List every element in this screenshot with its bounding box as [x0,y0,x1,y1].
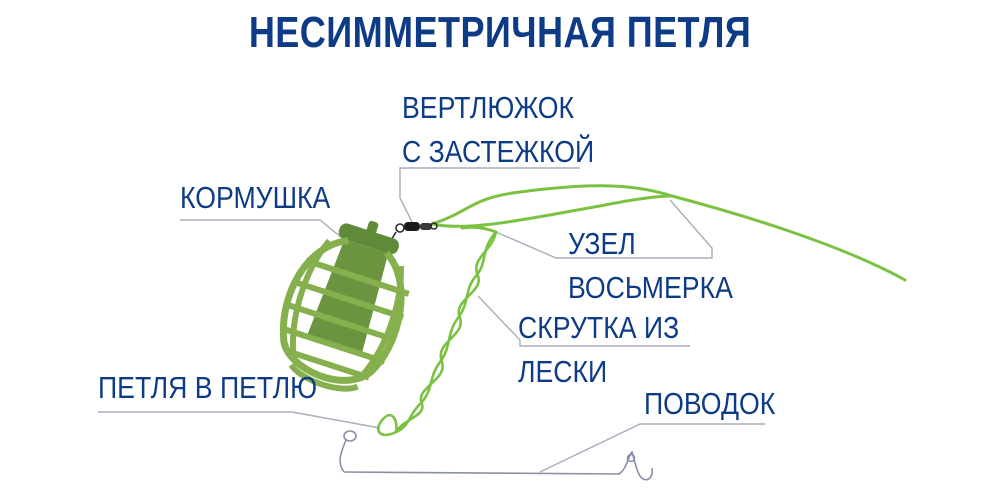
swivel-pointer [399,167,580,227]
main-line [430,184,907,282]
twisted-line [377,230,498,437]
twist-label-line1: СКРУТКА ИЗ [518,310,680,345]
diagram-title: НЕСИММЕТРИЧНАЯ ПЕТЛЯ [248,8,752,57]
knot-pointer [495,199,713,259]
leader-label: ПОВОДОК [644,386,776,421]
feeder-pointer [180,219,343,239]
knot-label-line2: ВОСЬМЕРКА [568,270,733,305]
swivel-label-line2: С ЗАСТЕЖКОЙ [402,134,595,169]
knot-label-line1: УЗЕЛ [568,226,636,261]
swivel-label-line1: ВЕРТЛЮЖОК [402,90,574,125]
feeder-label: КОРМУШКА [180,180,331,215]
loop-pointer [98,411,381,429]
pointer-lines [98,167,765,473]
swivel-snap [389,222,438,243]
loop-to-loop-label: ПЕТЛЯ В ПЕТЛЮ [98,370,318,405]
twist-label-line2: ЛЕСКИ [518,354,608,389]
twist-pointer [477,295,690,347]
leader-line [339,430,654,481]
feeder [279,220,410,392]
leader-pointer [539,423,765,473]
